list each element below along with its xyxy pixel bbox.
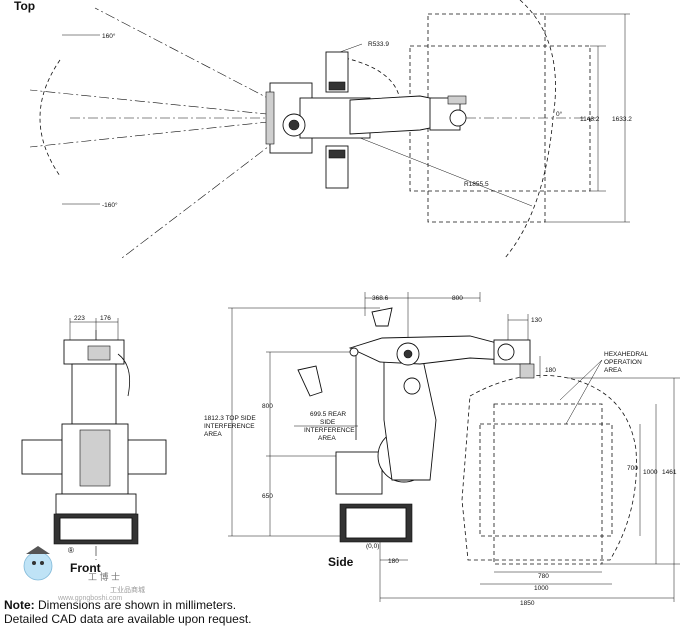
front-base-plate bbox=[59, 517, 133, 541]
robot-side-body bbox=[335, 335, 535, 543]
logo-cn-sub: 工业品商城 bbox=[110, 585, 145, 594]
side-rear-tool bbox=[297, 365, 323, 397]
dim-368-label: 368.6 bbox=[372, 295, 389, 302]
r533-leader bbox=[339, 43, 363, 53]
logo-url: www.gongboshi.com bbox=[57, 595, 122, 602]
note-line-1: Note: Dimensions are shown in millimeter… bbox=[4, 598, 252, 612]
top-joint-hub bbox=[288, 119, 300, 131]
top-wrist-motor bbox=[447, 95, 467, 105]
angle-160-label: 160° bbox=[102, 32, 116, 40]
dim-180b-label: 180 bbox=[388, 558, 399, 565]
hex-leader-1 bbox=[559, 359, 603, 401]
logo-eye-left bbox=[32, 561, 36, 565]
dim-1812-line2: INTERFERENCE bbox=[204, 423, 255, 430]
side-wrist-joint bbox=[497, 343, 515, 361]
front-view-title: Front bbox=[70, 561, 101, 575]
note-text-1: Dimensions are shown in millimeters. bbox=[34, 598, 237, 612]
logo-registered: ® bbox=[68, 546, 74, 555]
top-motor-lower-cap bbox=[328, 149, 346, 159]
side-pivot bbox=[349, 347, 359, 357]
operation-envelope bbox=[461, 374, 637, 561]
hex-label-2: OPERATION bbox=[604, 359, 642, 366]
front-view: 223 176 ® 工 博 士 工业品商城 www.gongboshi.com bbox=[21, 315, 167, 602]
hex-outer-box bbox=[493, 403, 603, 565]
dim-1000v-label: 1000 bbox=[643, 469, 658, 476]
front-upper-arm bbox=[71, 363, 117, 425]
r533-label: R533.9 bbox=[368, 41, 389, 48]
front-shoulder-center bbox=[79, 429, 111, 487]
angle-arc bbox=[39, 59, 61, 177]
robot-top-body bbox=[265, 51, 467, 189]
front-dim-176: 176 bbox=[100, 315, 111, 322]
hex-inner-box bbox=[479, 423, 613, 537]
front-motor-right bbox=[123, 439, 167, 475]
dim-800-top-label: 800 bbox=[452, 295, 463, 302]
zero-angle-label: 0° bbox=[556, 110, 563, 118]
hex-leader-2 bbox=[565, 359, 603, 425]
side-base-plate bbox=[345, 507, 407, 539]
hex-label-3: AREA bbox=[604, 367, 622, 374]
reach-arc bbox=[504, 0, 556, 259]
origin-label: (0,0) bbox=[366, 543, 379, 550]
dim-1633-label: 1633.2 bbox=[612, 116, 632, 123]
side-counter-joint bbox=[403, 377, 421, 395]
robot-front-body bbox=[21, 339, 167, 545]
note: Note: Dimensions are shown in millimeter… bbox=[4, 598, 252, 626]
front-wrist-motor bbox=[87, 345, 111, 361]
top-base-flange bbox=[265, 91, 275, 145]
logo-mascot-icon bbox=[23, 551, 53, 581]
dim-1461-label: 1461 bbox=[662, 469, 677, 476]
limit-ray-160 bbox=[29, 89, 307, 119]
logo: ® 工 博 士 工业品商城 www.gongboshi.com bbox=[23, 546, 145, 602]
side-upper-arm bbox=[383, 345, 437, 481]
dim-1850-label: 1850 bbox=[520, 600, 535, 607]
front-waist bbox=[55, 493, 137, 515]
front-dim-223: 223 bbox=[74, 315, 85, 322]
top-flange bbox=[449, 109, 467, 127]
dim-130-label: 130 bbox=[531, 317, 542, 324]
dim-699-line2: SIDE bbox=[320, 419, 336, 426]
dim-780-label: 780 bbox=[538, 573, 549, 580]
logo-cap bbox=[26, 546, 50, 554]
dim-1148-label: 1148.2 bbox=[580, 116, 600, 123]
angle-neg160-label: -160° bbox=[102, 201, 118, 209]
side-view-title: Side bbox=[328, 555, 354, 569]
side-motor-rear bbox=[335, 451, 383, 495]
dim-800-left-label: 800 bbox=[262, 403, 273, 410]
dim-1812-line3: AREA bbox=[204, 431, 222, 438]
limit-ray-neg160 bbox=[29, 117, 307, 148]
top-view: Top 160° -160° R533.9 R1855.5 0° 1148.2 bbox=[14, 0, 632, 259]
dim-700-label: 700 bbox=[627, 465, 638, 472]
dim-1812-line1: 1812.3 TOP SIDE bbox=[204, 415, 256, 422]
note-bold: Note: bbox=[4, 598, 35, 612]
dim-180r-label: 180 bbox=[545, 367, 556, 374]
side-elbow-hub bbox=[403, 349, 413, 359]
dim-650-label: 650 bbox=[262, 493, 273, 500]
side-forearm bbox=[348, 335, 509, 365]
top-view-title: Top bbox=[14, 0, 35, 13]
side-flange bbox=[519, 363, 535, 379]
logo-eye-right bbox=[40, 561, 44, 565]
note-line-2: Detailed CAD data are available upon req… bbox=[4, 612, 252, 626]
dim-699-line4: AREA bbox=[318, 435, 336, 442]
hex-label-1: HEXAHEDRAL bbox=[604, 351, 648, 358]
side-view: Side 368.6 800 130 180 1812.3 TOP SIDE I… bbox=[204, 292, 680, 607]
front-motor-left bbox=[21, 439, 69, 475]
logo-cn-name: 工 博 士 bbox=[88, 571, 120, 582]
side-top-tool bbox=[371, 307, 393, 327]
dim-699-line3: INTERFERENCE bbox=[304, 427, 355, 434]
r1855-label: R1855.5 bbox=[464, 181, 489, 188]
dim-1000h-label: 1000 bbox=[534, 585, 549, 592]
front-cable bbox=[117, 353, 131, 397]
dim-699-line1: 699.5 REAR bbox=[310, 411, 346, 418]
top-motor-upper-cap bbox=[328, 81, 346, 91]
r1855-leader bbox=[339, 129, 533, 207]
inner-radius-arc bbox=[344, 57, 401, 101]
top-forearm bbox=[349, 95, 441, 135]
